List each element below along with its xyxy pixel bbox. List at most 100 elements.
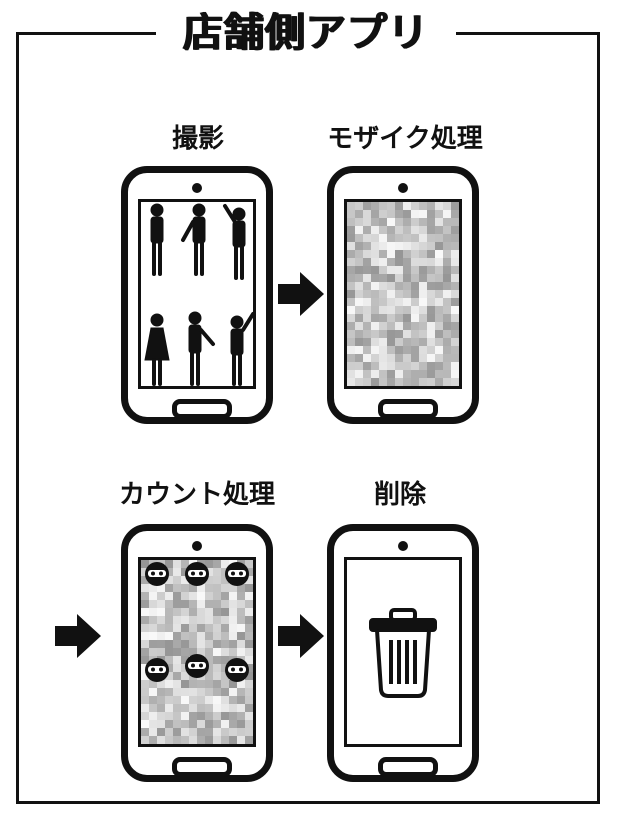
ninja-face-icon <box>185 562 209 586</box>
mosaic-tile <box>395 362 403 370</box>
mosaic-tile <box>443 226 451 234</box>
mosaic-tile <box>347 306 355 314</box>
mosaic-tile <box>173 560 181 568</box>
mosaic-tile <box>157 648 165 656</box>
mosaic-tile <box>371 306 379 314</box>
mosaic-tile <box>427 258 435 266</box>
right-arrow-icon <box>278 272 324 316</box>
mosaic-tile <box>387 218 395 226</box>
mosaic-tile <box>379 330 387 338</box>
mosaic-tile <box>189 648 197 656</box>
mosaic-tile <box>213 560 221 568</box>
mosaic-tile <box>221 584 229 592</box>
mosaic-tile <box>149 616 157 624</box>
mosaic-tile <box>245 656 253 664</box>
mosaic-tile <box>395 282 403 290</box>
mosaic-tile <box>419 362 427 370</box>
mosaic-tile <box>205 616 213 624</box>
mosaic-tile <box>371 370 379 378</box>
mosaic-tile <box>427 346 435 354</box>
mosaic-tile <box>141 720 149 728</box>
mosaic-tile <box>443 202 451 210</box>
mosaic-tile <box>363 242 371 250</box>
mosaic-tile <box>443 378 451 386</box>
mosaic-tile <box>141 648 149 656</box>
mosaic-tile <box>379 282 387 290</box>
mosaic-tile <box>181 736 189 744</box>
mosaic-tile <box>173 640 181 648</box>
mosaic-tile <box>189 640 197 648</box>
mosaic-tile <box>189 736 197 744</box>
mosaic-tile <box>347 210 355 218</box>
mosaic-tile <box>245 624 253 632</box>
mosaic-tile <box>347 338 355 346</box>
mosaic-tile <box>435 266 443 274</box>
mosaic-tile <box>229 688 237 696</box>
mosaic-tile <box>387 322 395 330</box>
mosaic-tile <box>379 306 387 314</box>
mosaic-tile <box>371 226 379 234</box>
mosaic-tile <box>435 226 443 234</box>
mosaic-tile <box>157 736 165 744</box>
mosaic-tile <box>237 624 245 632</box>
mosaic-tile <box>387 202 395 210</box>
mosaic-tile <box>237 584 245 592</box>
mosaic-tile <box>363 298 371 306</box>
mosaic-tile <box>245 704 253 712</box>
mosaic-tile <box>229 632 237 640</box>
mosaic-tile <box>451 290 459 298</box>
mosaic-tile <box>387 354 395 362</box>
mosaic-tile <box>165 592 173 600</box>
phone-capture <box>121 166 273 424</box>
mosaic-tile <box>347 314 355 322</box>
mosaic-tile <box>355 274 363 282</box>
mosaic-tile <box>363 282 371 290</box>
mosaic-tile <box>141 680 149 688</box>
mosaic-tile <box>387 242 395 250</box>
mosaic-tile <box>141 688 149 696</box>
mosaic-tile <box>395 250 403 258</box>
mosaic-tile <box>205 712 213 720</box>
mosaic-tile <box>363 290 371 298</box>
mosaic-tile <box>245 568 253 576</box>
mosaic-tile <box>205 696 213 704</box>
screen-count <box>138 557 256 747</box>
mosaic-tile <box>141 696 149 704</box>
mosaic-tile <box>149 680 157 688</box>
mosaic-tile <box>355 378 363 386</box>
home-button <box>172 399 232 419</box>
mosaic-tile <box>379 378 387 386</box>
person-silhouette-icon <box>230 312 253 386</box>
mosaic-tile <box>355 258 363 266</box>
mosaic-tile <box>435 290 443 298</box>
mosaic-tile <box>427 330 435 338</box>
mosaic-tile <box>411 306 419 314</box>
mosaic-tile <box>411 322 419 330</box>
mosaic-tile <box>347 282 355 290</box>
mosaic-tile <box>157 584 165 592</box>
mosaic-tile <box>371 322 379 330</box>
mosaic-tile <box>395 290 403 298</box>
mosaic-tile <box>189 608 197 616</box>
mosaic-tile <box>221 656 229 664</box>
mosaic-tile <box>347 290 355 298</box>
mosaic-tile <box>149 712 157 720</box>
mosaic-tile <box>165 664 173 672</box>
mosaic-tile <box>387 362 395 370</box>
mosaic-tile <box>181 568 189 576</box>
mosaic-tile <box>395 378 403 386</box>
mosaic-tile <box>229 736 237 744</box>
mosaic-tile <box>347 226 355 234</box>
mosaic-tile <box>237 600 245 608</box>
mosaic-tile <box>173 680 181 688</box>
mosaic-tile <box>165 736 173 744</box>
mosaic-tile <box>205 656 213 664</box>
mosaic-tile <box>197 584 205 592</box>
mosaic-tile <box>371 290 379 298</box>
mosaic-tile <box>347 266 355 274</box>
mosaic-tile <box>355 282 363 290</box>
mosaic-tile <box>411 370 419 378</box>
mosaic-tile <box>379 362 387 370</box>
mosaic-tile <box>443 306 451 314</box>
mosaic-tile <box>165 608 173 616</box>
